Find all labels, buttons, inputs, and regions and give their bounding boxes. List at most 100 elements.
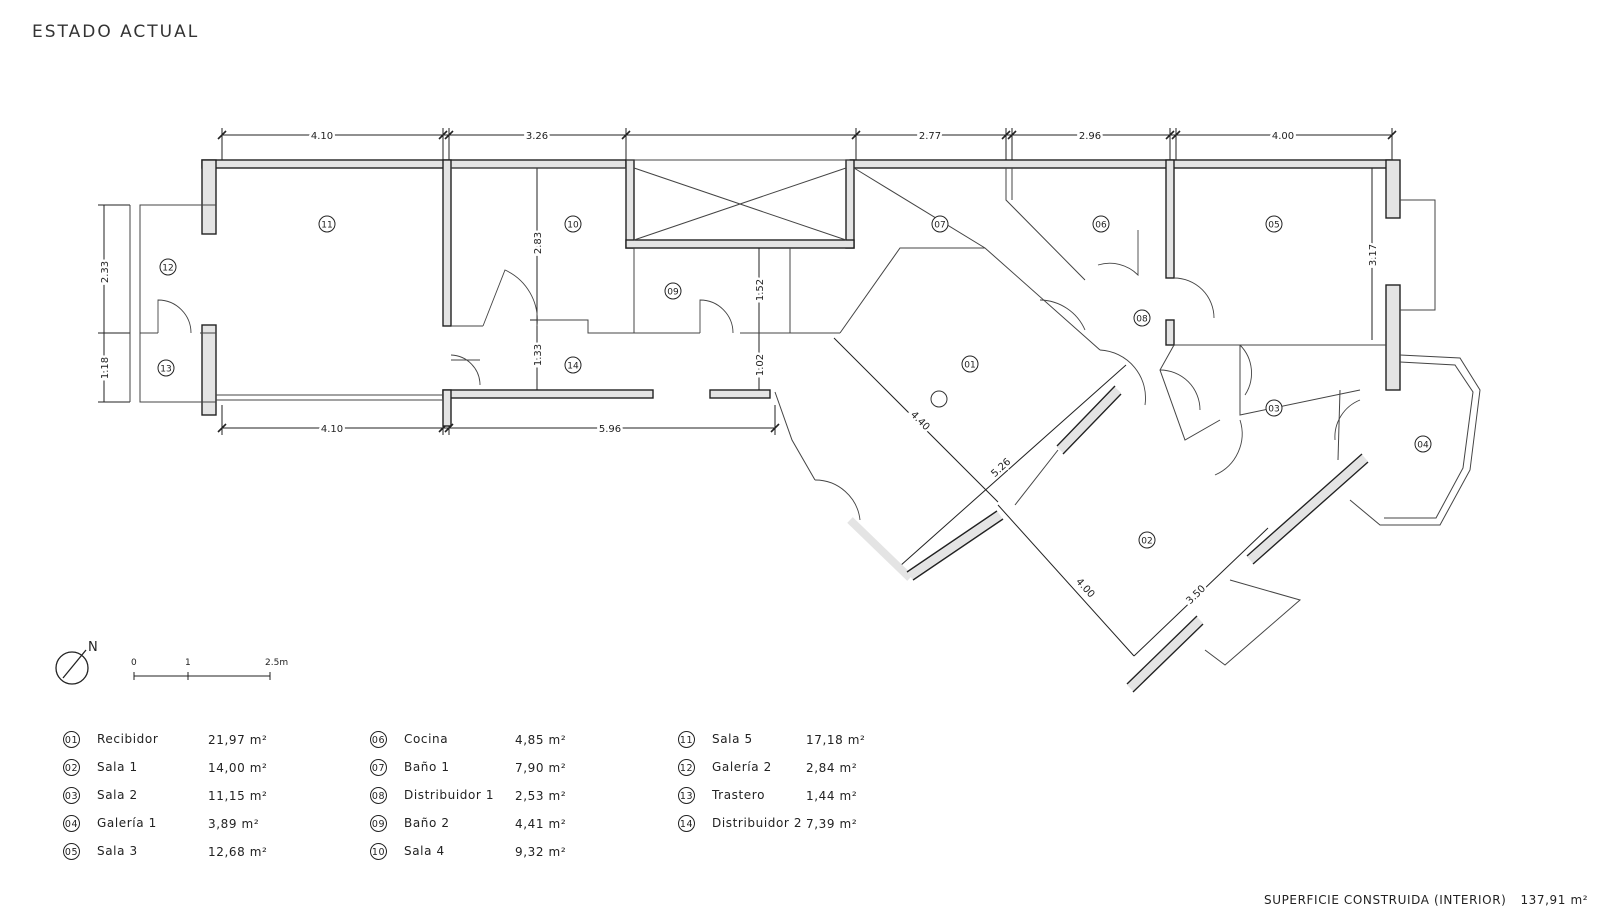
dim-label: 5.96 <box>599 424 621 435</box>
legend-area: 4,41 m² <box>515 817 567 831</box>
room-tag-06: 06 <box>1092 215 1110 233</box>
dim-label: 4.10 <box>321 424 343 435</box>
scale-label-2: 2.5m <box>265 658 289 668</box>
drawing-title: ESTADO ACTUAL <box>32 22 200 42</box>
dim-label: 3.26 <box>526 131 548 142</box>
scale-bar <box>133 672 271 680</box>
room-tag-label: 13 <box>160 365 171 375</box>
room-tag-08: 08 <box>1133 309 1151 327</box>
dim-label: 2.33 <box>100 261 111 283</box>
legend-area: 14,00 m² <box>208 761 268 775</box>
surface-total: SUPERFICIE CONSTRUIDA (INTERIOR) 137,91 m… <box>1264 893 1588 907</box>
room-tag-label: 01 <box>964 361 975 371</box>
legend-name: Sala 2 <box>97 788 138 802</box>
legend-area: 21,97 m² <box>208 733 268 747</box>
legend-name: Recibidor <box>97 732 159 746</box>
dim-label: 3.50 <box>1184 584 1208 607</box>
legend-name: Sala 5 <box>712 732 753 746</box>
partitions <box>129 159 1481 666</box>
dim-label: 4.00 <box>1272 131 1294 142</box>
legend-number: 08 <box>370 787 387 804</box>
dim-label: 1.02 <box>755 354 766 376</box>
legend-area: 9,32 m² <box>515 845 567 859</box>
legend-number: 12 <box>678 759 695 776</box>
legend-name: Sala 1 <box>97 760 138 774</box>
room-tag-label: 02 <box>1141 537 1152 547</box>
legend-number: 13 <box>678 787 695 804</box>
diagonal-walls <box>847 387 1368 691</box>
legend-area: 2,84 m² <box>806 761 858 775</box>
room-tag-12: 12 <box>159 258 177 276</box>
room-tag-05: 05 <box>1265 215 1283 233</box>
legend-area: 17,18 m² <box>806 733 866 747</box>
dim-label: 1.33 <box>533 344 544 366</box>
dim-label: 4.10 <box>311 131 333 142</box>
room-tag-label: 08 <box>1136 315 1148 325</box>
legend-number: 07 <box>370 759 387 776</box>
room-tag-02: 02 <box>1138 531 1156 549</box>
room-tag-04: 04 <box>1414 435 1432 453</box>
column-circle <box>930 390 948 408</box>
dimension-labels: 4.10 3.26 2.77 2.96 4.00 4.10 5.96 2.33 … <box>98 129 1382 610</box>
legend-number: 02 <box>63 759 80 776</box>
room-tag-07: 07 <box>931 215 949 233</box>
legend-name: Distribuidor 2 <box>712 816 803 830</box>
room-tag-label: 10 <box>567 221 579 231</box>
legend-name: Trastero <box>712 788 766 802</box>
scale-label-0: 0 <box>131 658 137 668</box>
room-tag-10: 10 <box>564 215 582 233</box>
room-tag-label: 07 <box>934 221 945 231</box>
room-tag-label: 11 <box>321 221 332 231</box>
legend-number: 09 <box>370 815 387 832</box>
legend-area: 1,44 m² <box>806 789 858 803</box>
room-tag-label: 03 <box>1268 405 1279 415</box>
legend-area: 12,68 m² <box>208 845 268 859</box>
legend-area: 11,15 m² <box>208 789 268 803</box>
dimension-ticks <box>217 130 1397 433</box>
room-tag-label: 12 <box>162 264 173 274</box>
room-tag-01: 01 <box>961 355 979 373</box>
exterior-walls <box>201 159 1401 427</box>
legend-number: 05 <box>63 843 80 860</box>
legend-name: Cocina <box>404 732 449 746</box>
legend-area: 7,90 m² <box>515 761 567 775</box>
room-tag-label: 09 <box>667 288 679 298</box>
north-label: N <box>88 640 98 655</box>
room-tag-09: 09 <box>664 282 682 300</box>
legend-name: Galería 2 <box>712 760 772 774</box>
room-tag-03: 03 <box>1265 399 1283 417</box>
door-swings <box>157 230 1361 521</box>
diagonal-wall-outlines <box>906 385 1369 693</box>
room-tag-11: 11 <box>318 215 336 233</box>
dim-label: 1.18 <box>100 357 111 379</box>
legend-area: 7,39 m² <box>806 817 858 831</box>
surface-value: 137,91 m² <box>1520 893 1589 907</box>
dimension-lines <box>98 128 1393 657</box>
legend-area: 4,85 m² <box>515 733 567 747</box>
legend-number: 10 <box>370 843 387 860</box>
legend-name: Baño 2 <box>404 816 450 830</box>
legend-number: 01 <box>63 731 80 748</box>
room-tag-13: 13 <box>157 359 175 377</box>
scale-label-1: 1 <box>185 658 191 668</box>
room-tag-label: 05 <box>1268 221 1279 231</box>
dim-label: 3.17 <box>1368 244 1379 266</box>
legend-name: Sala 3 <box>97 844 138 858</box>
legend-area: 3,89 m² <box>208 817 260 831</box>
room-tags: 01 02 03 04 05 06 07 08 09 10 11 12 13 1… <box>157 215 1432 549</box>
dim-label: 2.83 <box>533 232 544 254</box>
room-tag-14: 14 <box>564 356 582 374</box>
legend-number: 11 <box>678 731 695 748</box>
room-tag-label: 14 <box>567 362 579 372</box>
room-tag-label: 04 <box>1417 441 1429 451</box>
surface-label: SUPERFICIE CONSTRUIDA (INTERIOR) <box>1264 893 1507 907</box>
legend-name: Baño 1 <box>404 760 450 774</box>
legend-name: Distribuidor 1 <box>404 788 495 802</box>
legend-number: 03 <box>63 787 80 804</box>
room-tag-label: 06 <box>1095 221 1107 231</box>
dim-label: 1.52 <box>755 279 766 301</box>
legend-number: 14 <box>678 815 695 832</box>
legend-number: 04 <box>63 815 80 832</box>
dim-label: 4.00 <box>1073 576 1096 600</box>
